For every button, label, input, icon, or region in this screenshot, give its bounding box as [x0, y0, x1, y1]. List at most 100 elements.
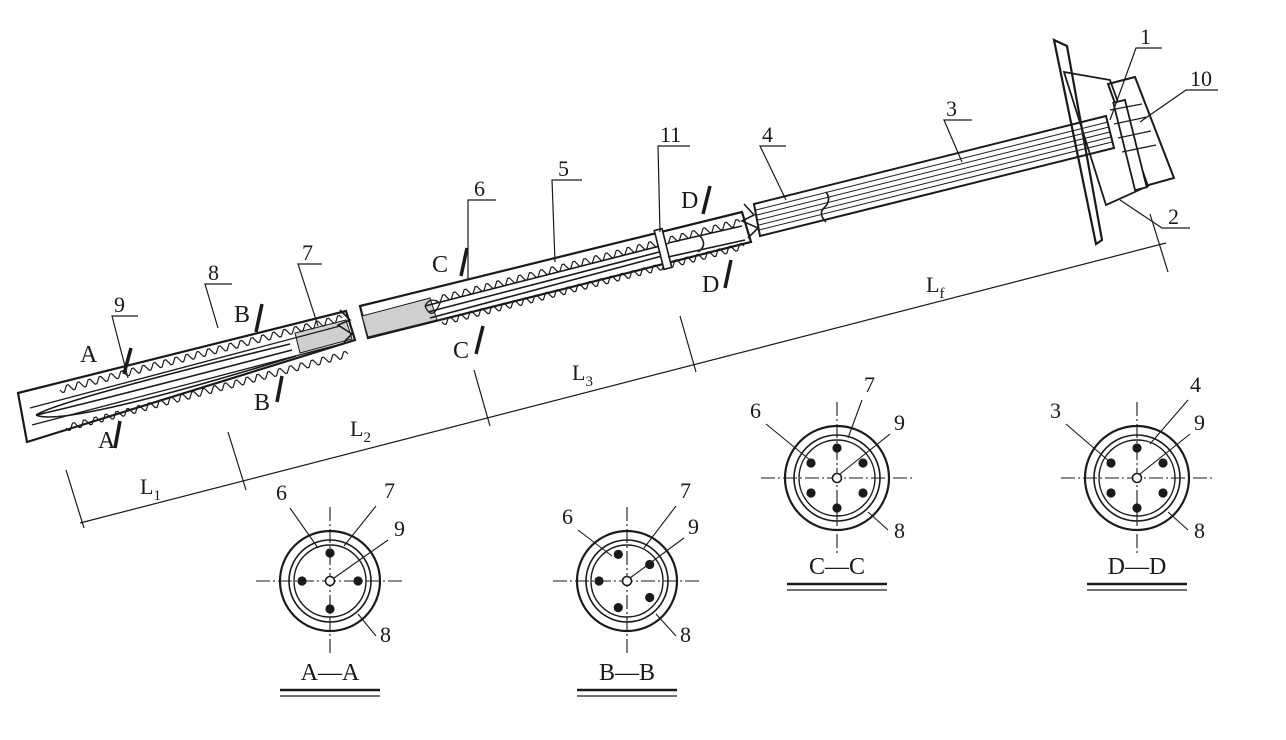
cut-marks: A A B B C C D D [80, 185, 733, 454]
callout-10: 10 [1190, 66, 1212, 91]
section-label: 8 [894, 518, 905, 543]
section-title: A—A [301, 660, 360, 686]
cut-label-c-bottom: C [453, 338, 469, 364]
corrugation-upper-1 [59, 314, 343, 394]
corrugation-lower-2 [441, 242, 745, 326]
section-label: 9 [894, 410, 905, 435]
coupler-d [667, 225, 746, 258]
anchor-body [16, 203, 760, 444]
cut-label-d-top: D [681, 188, 698, 214]
tendon-dot [832, 503, 842, 513]
tendon-dot [1158, 458, 1168, 468]
bearing-plate-2 [1052, 38, 1104, 246]
dim-lf: Lf [926, 272, 944, 302]
section-label: 7 [680, 478, 691, 503]
cut-label-b-top: B [234, 302, 250, 328]
callout-9: 9 [114, 292, 125, 317]
duct-ring [793, 434, 881, 522]
section-leader [357, 613, 377, 637]
corrugation-lower-1 [65, 350, 349, 432]
section-label: 8 [1194, 518, 1205, 543]
section-label: 9 [394, 516, 405, 541]
dim-l1: L1 [140, 474, 161, 504]
section-bb: 6 7 9 8B—B [553, 478, 701, 697]
spacer-11 [653, 227, 673, 271]
tendon-dot [325, 604, 335, 614]
tendon-dot [594, 576, 604, 586]
callout-1: 1 [1140, 24, 1151, 49]
tendon-dot [1132, 443, 1142, 453]
callout-leaders: 1 10 2 3 4 11 5 6 7 8 9 [111, 24, 1218, 379]
section-title: D—D [1108, 554, 1167, 580]
callout-8: 8 [208, 260, 219, 285]
section-label: 8 [680, 622, 691, 647]
section-leader [577, 529, 613, 557]
tendon-dot [613, 549, 623, 560]
center-tube [831, 472, 843, 484]
tendon-dot [1158, 488, 1168, 498]
cut-label-a-bottom: A [98, 428, 116, 454]
break-mark-2 [740, 203, 760, 239]
section-leader [1167, 511, 1189, 531]
grout-hatch-1 [294, 319, 353, 354]
section-label: 4 [1190, 372, 1201, 397]
section-leader [1065, 423, 1111, 463]
duct-ring [585, 539, 669, 623]
outer-ring [575, 529, 679, 633]
tendon-dot [1132, 503, 1142, 513]
section-title: C—C [809, 554, 865, 580]
anchor-head [1052, 38, 1176, 246]
section-leader [765, 423, 811, 461]
section-leader [343, 505, 377, 547]
section-label: 6 [750, 398, 761, 423]
section-leader [1139, 433, 1191, 475]
break-mark-1 [336, 309, 354, 343]
section-leader [839, 433, 891, 475]
section-leader [655, 613, 677, 637]
tendon-dot [325, 548, 335, 558]
center-tube [621, 575, 633, 587]
section-label: 6 [562, 504, 573, 529]
callout-2: 2 [1168, 204, 1179, 229]
tendon-dot [806, 488, 816, 498]
tendon-dot [858, 488, 868, 498]
inner-ring [798, 439, 876, 517]
section-label: 9 [688, 514, 699, 539]
section-leader [629, 537, 685, 579]
cut-label-d-bottom: D [702, 272, 719, 298]
tendon-dot [645, 592, 655, 603]
center-tube [324, 575, 336, 587]
section-leader [867, 511, 889, 531]
cut-label-a-top: A [80, 342, 98, 368]
anchor-segment-1 [16, 309, 357, 444]
tendon-dot [613, 603, 623, 613]
anchor-plate-10 [1112, 98, 1148, 192]
tendon-dot [1106, 488, 1116, 498]
section-label: 9 [1194, 410, 1205, 435]
section-leader [643, 505, 677, 549]
callout-7: 7 [302, 240, 313, 265]
section-label: 8 [380, 622, 391, 647]
tendon-bundle-c [424, 299, 441, 314]
inner-ring [293, 544, 367, 618]
outer-ring [1083, 424, 1191, 532]
tendon-dot [353, 576, 363, 586]
section-label: 7 [384, 478, 395, 503]
tendon-dot [297, 576, 307, 586]
section-title: B—B [599, 660, 655, 686]
dim-l2: L2 [350, 416, 371, 446]
strand-wave-mark [820, 191, 830, 223]
section-leader [847, 399, 863, 439]
free-length [752, 114, 1116, 238]
inner-ring [590, 544, 664, 618]
section-label: 3 [1050, 398, 1061, 423]
outer-ring [278, 529, 382, 633]
free-length-body [752, 114, 1116, 238]
tendon-bundle-mid [424, 245, 664, 319]
center-tube [1131, 472, 1143, 484]
tendon-bundle-tip [35, 343, 297, 418]
